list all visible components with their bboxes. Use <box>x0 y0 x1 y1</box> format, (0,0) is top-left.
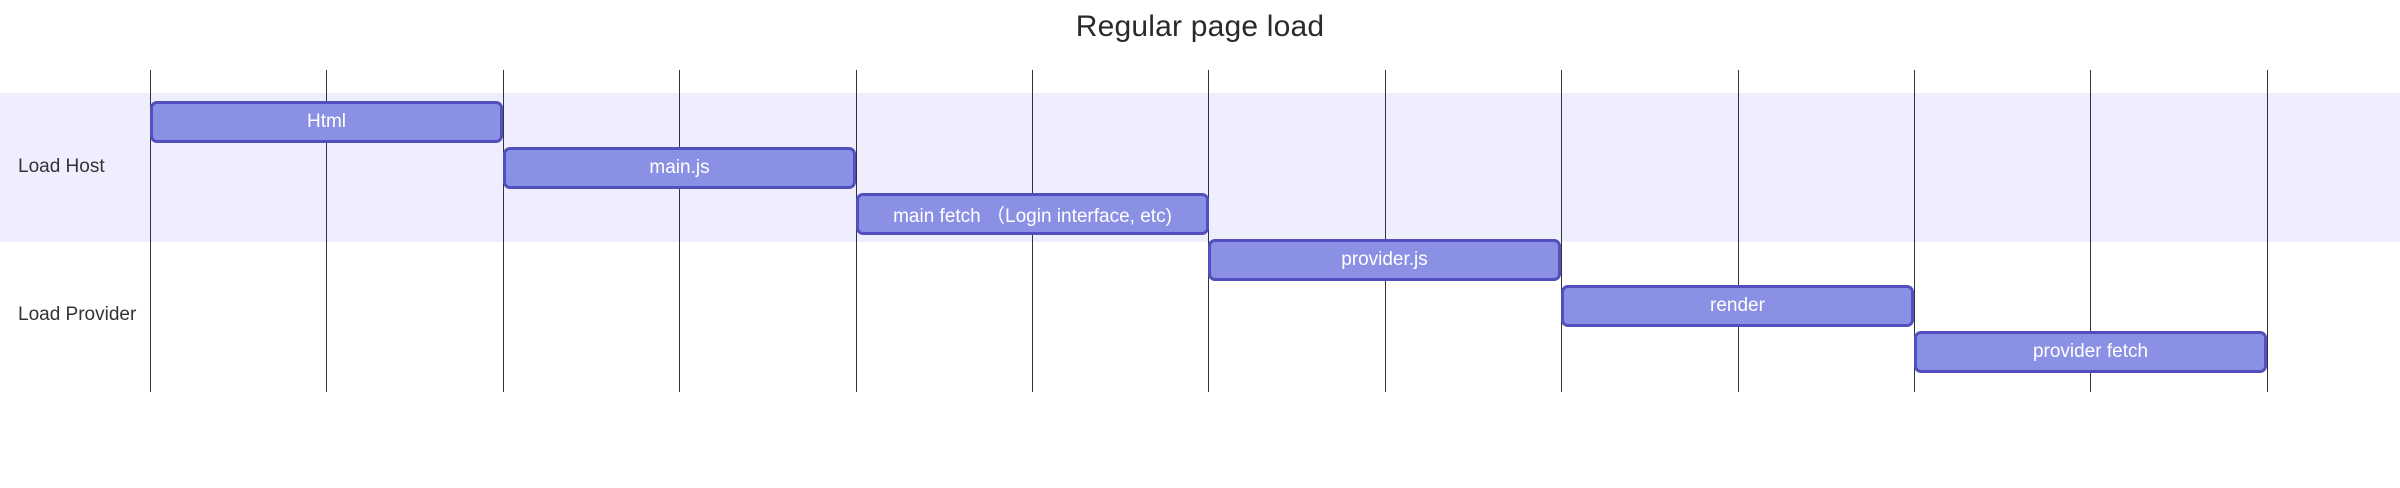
grid-line-11 <box>2090 70 2091 392</box>
grid-line-1 <box>326 70 327 392</box>
task-bar-label: provider.js <box>1341 249 1428 270</box>
grid-line-9 <box>1738 70 1739 392</box>
grid-line-6 <box>1208 70 1209 392</box>
grid-line-12 <box>2267 70 2268 392</box>
task-bar-label: provider fetch <box>2032 341 2149 362</box>
task-bar-provider-fetch[interactable]: provider fetch <box>1914 331 2267 373</box>
task-bar-provider-js[interactable]: provider.js <box>1208 239 1561 281</box>
grid-line-10 <box>1914 70 1915 392</box>
task-bar-main-js[interactable]: main.js <box>503 147 856 189</box>
grid-line-8 <box>1561 70 1562 392</box>
task-bar-label: render <box>1710 295 1765 316</box>
grid-line-0 <box>150 70 151 392</box>
task-bar-main-fetch-login-interface-etc[interactable]: main fetch （Login interface, etc) <box>856 193 1209 235</box>
grid-line-7 <box>1385 70 1386 392</box>
task-bar-label: main fetch （Login interface, etc) <box>893 205 1172 227</box>
grid-line-2 <box>503 70 504 392</box>
task-bar-label: Html <box>306 111 347 132</box>
chart-title: Regular page load <box>1075 10 1325 43</box>
task-bar-label: main.js <box>649 157 710 178</box>
grid-line-3 <box>679 70 680 392</box>
section-label-load-provider: Load Provider <box>18 304 137 325</box>
task-bar-html[interactable]: Html <box>150 101 503 143</box>
task-bar-render[interactable]: render <box>1561 285 1914 327</box>
section-label-load-host: Load Host <box>18 155 105 177</box>
